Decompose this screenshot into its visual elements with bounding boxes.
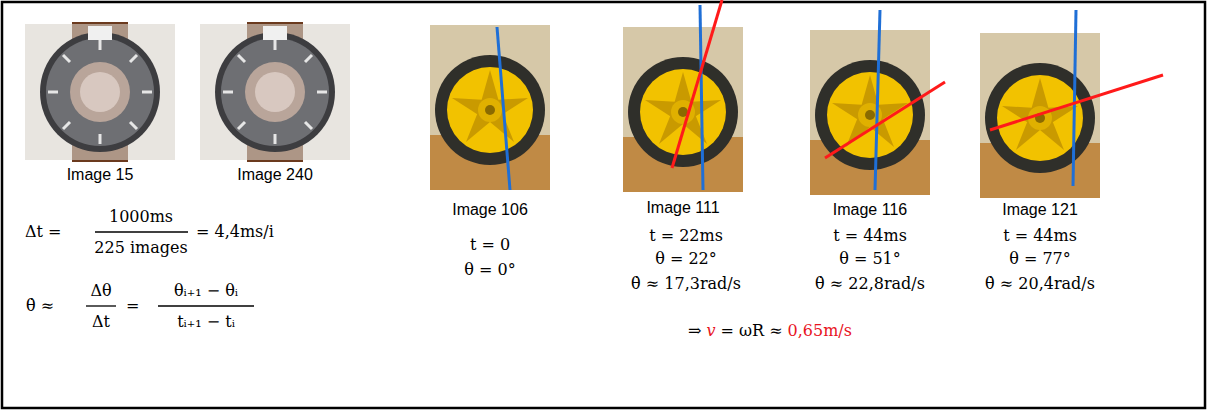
denominator: 225 images bbox=[94, 239, 187, 257]
rate-value: θ̇ ≈ 20,4rad/s bbox=[985, 275, 1095, 293]
numerator: 1000ms bbox=[109, 208, 173, 226]
formula: Δt = bbox=[25, 223, 61, 241]
angle-value: θ = 51° bbox=[839, 250, 901, 268]
result-arrow: ⇒ bbox=[688, 322, 701, 340]
time-value: t = 0 bbox=[470, 236, 510, 254]
image-caption: Image 106 bbox=[452, 201, 528, 219]
result-symbol: v bbox=[706, 322, 715, 340]
time-value: t = 44ms bbox=[833, 227, 907, 245]
formula: = bbox=[126, 297, 139, 315]
numerator: Δθ bbox=[90, 282, 111, 300]
angle-value: θ = 77° bbox=[1009, 250, 1071, 268]
image-caption: Image 240 bbox=[237, 166, 313, 184]
image-caption: Image 116 bbox=[833, 201, 907, 219]
image-caption: Image 121 bbox=[1002, 201, 1078, 219]
result-formula: = ωR ≈ bbox=[720, 322, 782, 340]
result-value: 0,65m/s bbox=[788, 322, 852, 340]
numerator: θᵢ₊₁ − θᵢ bbox=[174, 282, 238, 300]
formula: = 4,4ms/i bbox=[196, 223, 274, 241]
denominator: tᵢ₊₁ − tᵢ bbox=[177, 313, 235, 331]
angle-value: θ = 0° bbox=[464, 261, 515, 279]
time-value: t = 44ms bbox=[1003, 227, 1077, 245]
image-caption: Image 111 bbox=[646, 199, 719, 217]
denominator: Δt bbox=[92, 313, 110, 331]
time-value: t = 22ms bbox=[649, 227, 723, 245]
image-caption: Image 15 bbox=[67, 166, 134, 184]
rate-value: θ̇ ≈ 17,3rad/s bbox=[631, 275, 741, 293]
formula: θ̇ ≈ bbox=[26, 297, 54, 315]
angle-value: θ = 22° bbox=[655, 250, 717, 268]
rate-value: θ̇ ≈ 22,8rad/s bbox=[815, 275, 925, 293]
